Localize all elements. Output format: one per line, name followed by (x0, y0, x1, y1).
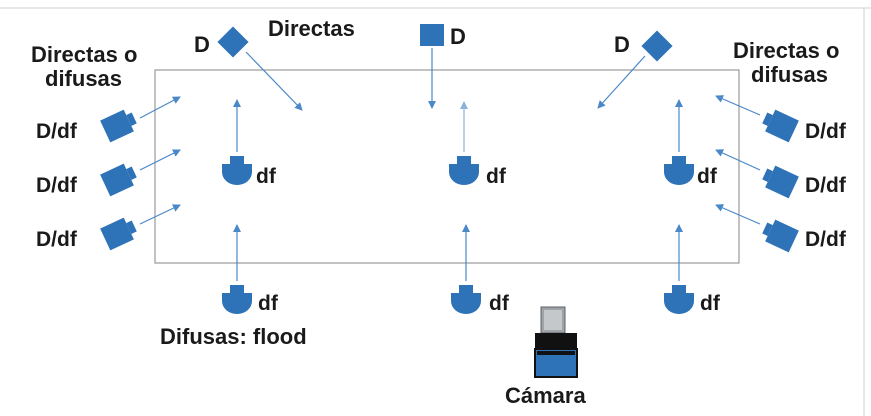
arrow-ddf-left-1 (139, 96, 181, 119)
arrow-ddf-right-1 (715, 95, 761, 116)
label-ddf-left-1: D/df (36, 120, 78, 143)
label-ddf-left-2: D/df (36, 174, 78, 197)
lamp-df-inner-center (449, 156, 479, 185)
lamp-ddf-left-2 (100, 163, 137, 197)
arrow-ddf-right-3 (715, 204, 761, 225)
label-camara: Cámara (505, 383, 586, 408)
lamp-df-bottom-left (222, 285, 252, 314)
label-ddf-right-1: D/df (805, 120, 847, 143)
lamp-direct-top-center (420, 24, 444, 46)
arrow-ddf-left-2 (139, 149, 181, 171)
label-df-inner-right: df (697, 165, 718, 188)
label-d-top-center: D (450, 24, 466, 49)
label-directas-o-difusas-right-2: difusas (751, 62, 828, 87)
lamp-df-inner-right (664, 156, 694, 185)
label-directas: Directas (268, 16, 355, 41)
label-df-inner-left: df (256, 165, 277, 188)
arrow-direct-top-left (245, 51, 303, 111)
label-df-inner-center: df (486, 165, 507, 188)
arrow-ddf-left-3 (139, 204, 181, 225)
label-d-top-left: D (194, 32, 210, 57)
label-directas-o-difusas-left-2: difusas (45, 66, 122, 91)
label-df-bottom-left: df (258, 292, 279, 315)
arrow-direct-top-right (597, 55, 646, 109)
label-ddf-left-3: D/df (36, 228, 78, 251)
label-directas-o-difusas-right-1: Directas o (733, 38, 839, 63)
label-d-top-right: D (614, 32, 630, 57)
lamp-ddf-left-1 (100, 109, 137, 143)
lamp-ddf-right-1 (762, 109, 799, 143)
label-df-bottom-right: df (700, 292, 721, 315)
lamp-df-bottom-right (664, 285, 694, 314)
lamp-ddf-right-3 (762, 219, 799, 253)
lamp-ddf-right-2 (762, 165, 799, 199)
lamp-df-inner-left (222, 156, 252, 185)
label-directas-o-difusas-left-1: Directas o (31, 42, 137, 67)
lamp-direct-top-left (217, 26, 249, 58)
lamp-direct-top-right (641, 30, 673, 62)
set-area (154, 69, 740, 264)
arrow-ddf-right-2 (715, 149, 761, 171)
lamp-ddf-left-3 (100, 217, 137, 251)
label-ddf-right-3: D/df (805, 228, 847, 251)
label-ddf-right-2: D/df (805, 174, 847, 197)
lamp-df-bottom-center (451, 285, 481, 314)
camera-icon (534, 306, 578, 378)
label-difusas-flood: Difusas: flood (160, 324, 307, 349)
label-df-bottom-center: df (489, 292, 510, 315)
